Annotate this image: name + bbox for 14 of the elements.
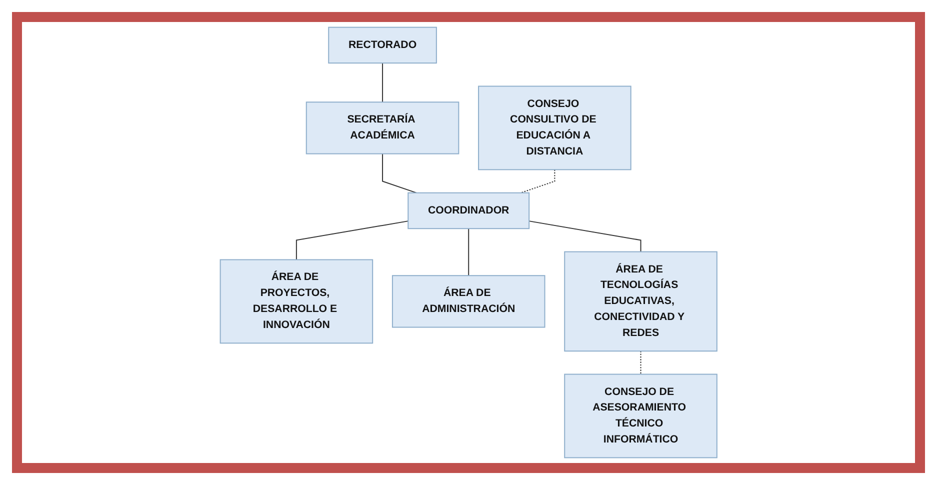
connector — [296, 220, 409, 260]
node-box: CONSEJO CONSULTIVO DE EDUCACIÓN A DISTANCIA — [478, 86, 632, 170]
node-box: ÁREA DE ADMINISTRACIÓN — [392, 275, 546, 328]
node-box: ÁREA DE TECNOLOGÍAS EDUCATIVAS, CONECTIVIDAD Y REDES — [564, 251, 718, 352]
node-box: ÁREA DE PROYECTOS, DESARROLLO E INNOVACIÓN — [220, 259, 373, 344]
connector — [382, 62, 383, 103]
node-box: COORDINADOR — [408, 192, 530, 230]
connector — [468, 228, 469, 276]
node-box: RECTORADO — [328, 26, 437, 64]
connector — [640, 350, 642, 375]
node-box: CONSEJO DE ASESORAMIENTO TÉCNICO INFORMÁTICO — [564, 374, 718, 458]
node-box: SECRETARÍA ACADÉMICA — [306, 102, 460, 154]
connector — [528, 220, 642, 252]
connector — [520, 169, 556, 194]
